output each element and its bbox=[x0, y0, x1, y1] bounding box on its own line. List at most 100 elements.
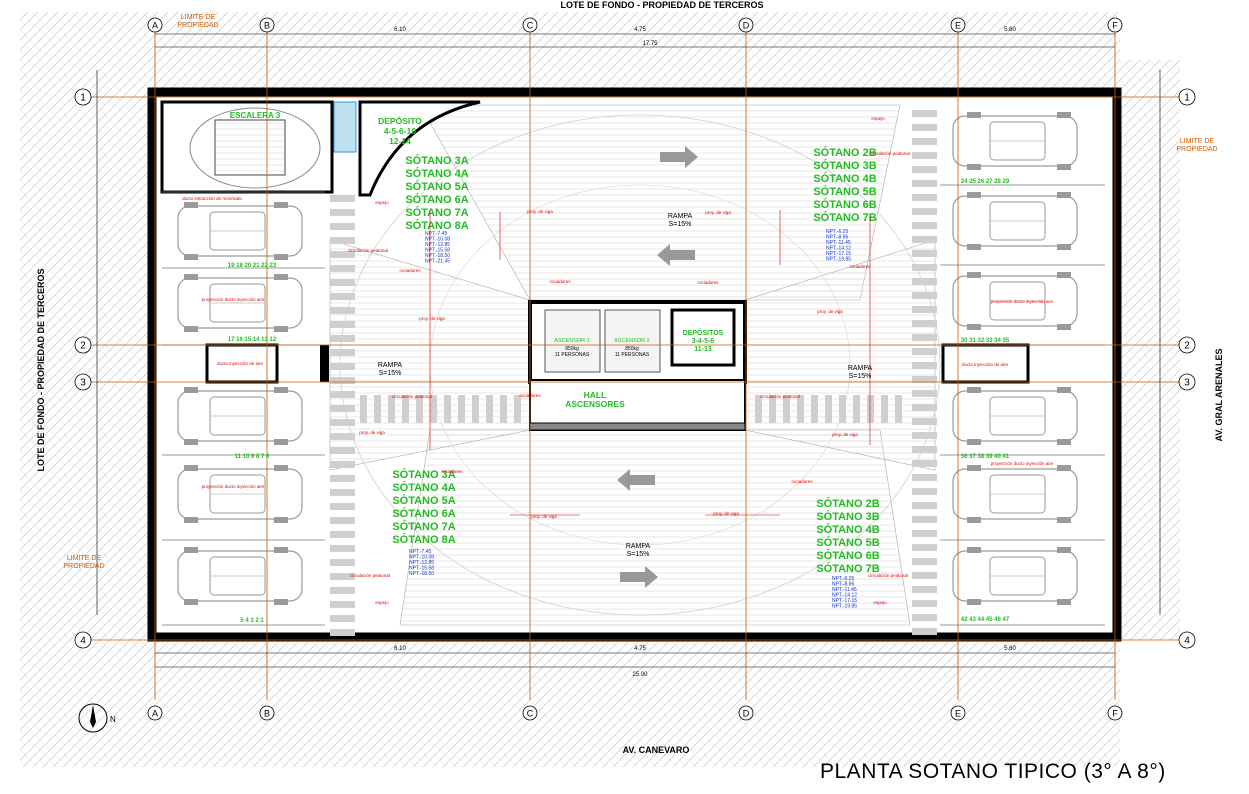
car-icon bbox=[952, 112, 1078, 170]
car-wheel bbox=[1057, 439, 1071, 445]
car-wheel bbox=[967, 599, 981, 605]
property-limit-label: PROPIEDAD bbox=[63, 563, 104, 570]
exterior-wall bbox=[147, 87, 1122, 642]
zebra-stripe bbox=[330, 195, 355, 202]
car-wheel bbox=[1057, 387, 1071, 393]
npt-level: NPT.-7.45 bbox=[409, 549, 431, 555]
zebra-stripe bbox=[330, 559, 355, 566]
npt-level: NPT.-6.25 bbox=[832, 576, 854, 582]
car-wheel bbox=[274, 202, 288, 208]
axis-bubble-B bbox=[259, 705, 275, 721]
annotation: ducto inyección de aire bbox=[217, 361, 264, 366]
parking-number: 19 18 20 21 22 23 bbox=[228, 263, 277, 269]
zebra-stripe bbox=[912, 530, 937, 537]
north-label: N bbox=[110, 715, 116, 724]
parking-number: 11 10 9 8 7 6 bbox=[235, 454, 270, 460]
axis-label-E: E bbox=[955, 709, 961, 719]
npt-level: NPT.-8.95 bbox=[832, 582, 854, 588]
zebra-stripe bbox=[912, 516, 937, 523]
zebra-stripe bbox=[811, 395, 818, 423]
zebra-stripe bbox=[486, 395, 493, 423]
zebra-stripe bbox=[330, 629, 355, 636]
car-wheel bbox=[274, 517, 288, 523]
level-label: SÓTANO 5A bbox=[392, 494, 455, 507]
zebra-stripe bbox=[402, 395, 409, 423]
elevator-capacity: 11 PERSONAS bbox=[615, 352, 650, 358]
level-label: SÓTANO 2B bbox=[816, 497, 879, 510]
axis-bubble-C bbox=[522, 17, 538, 33]
ramp-slope: S=15% bbox=[379, 370, 402, 377]
car-wheel bbox=[967, 517, 981, 523]
car-wheel bbox=[967, 439, 981, 445]
car-wheel bbox=[274, 439, 288, 445]
zebra-stripe bbox=[330, 461, 355, 468]
npt-level: NPT.-12.85 bbox=[409, 560, 434, 566]
dim-bottom-3: 25.00 bbox=[632, 672, 648, 678]
car-icon bbox=[177, 202, 303, 260]
zebra-stripe bbox=[912, 236, 937, 243]
zebra-stripe bbox=[330, 209, 355, 216]
axis-label-F: F bbox=[1112, 21, 1118, 31]
annotation: espejo bbox=[871, 116, 885, 121]
street-top: LOTE DE FONDO - PROPIEDAD DE TERCEROS bbox=[560, 0, 763, 10]
zebra-stripe bbox=[783, 395, 790, 423]
zebra-stripe bbox=[755, 395, 762, 423]
car-wheel bbox=[184, 326, 198, 332]
annotation: circulación peatonal bbox=[870, 151, 910, 156]
zebra-stripe bbox=[912, 194, 937, 201]
zebra-stripe bbox=[912, 404, 937, 411]
zebra-stripe bbox=[825, 395, 832, 423]
zebra-stripe bbox=[912, 250, 937, 257]
axis-label-2: 2 bbox=[1184, 341, 1190, 352]
zebra-stripe bbox=[912, 334, 937, 341]
car-wheel bbox=[1057, 192, 1071, 198]
zebra-stripe bbox=[330, 349, 355, 356]
zebra-stripe bbox=[912, 180, 937, 187]
zebra-stripe bbox=[912, 110, 937, 117]
axis-bubble-D bbox=[738, 17, 754, 33]
zebra-stripe bbox=[881, 395, 888, 423]
deposit-top-wall bbox=[358, 100, 481, 197]
zebra-stripe bbox=[330, 335, 355, 342]
car-wheel bbox=[967, 164, 981, 170]
axis-bubble-E bbox=[950, 705, 966, 721]
level-label: SÓTANO 4B bbox=[816, 523, 879, 536]
zebra-stripe bbox=[912, 320, 937, 327]
npt-level: NPT.-6.25 bbox=[826, 229, 848, 235]
zebra-stripe bbox=[912, 628, 937, 635]
zebra-stripe bbox=[912, 502, 937, 509]
level-label: SÓTANO 6A bbox=[405, 193, 468, 206]
property-limit-label: LIMITE DE bbox=[67, 555, 102, 562]
dim-top-2: 5.60 bbox=[1004, 27, 1016, 33]
annotation: espejo bbox=[873, 600, 887, 605]
property-limit-label: LIMITE DE bbox=[181, 14, 216, 21]
level-label: SÓTANO 3A bbox=[405, 154, 468, 167]
annotation: espejo bbox=[375, 200, 389, 205]
annotation: proyección ducto inyección aire bbox=[991, 461, 1054, 466]
npt-level: NPT.-15.58 bbox=[409, 566, 434, 572]
level-label: SÓTANO 3B bbox=[816, 510, 879, 523]
npt-level: NPT.-12.85 bbox=[425, 242, 450, 248]
car-wheel bbox=[184, 465, 198, 471]
zebra-stripe bbox=[330, 433, 355, 440]
car-wheel bbox=[1057, 517, 1071, 523]
axis-bubble-E bbox=[950, 17, 966, 33]
zebra-stripe bbox=[330, 489, 355, 496]
dim-bottom-2: 5.60 bbox=[1004, 646, 1016, 652]
car-wheel bbox=[1057, 547, 1071, 553]
parking-number: 42 43 44 45 46 47 bbox=[961, 617, 1010, 623]
annotation: rociadores bbox=[441, 469, 463, 474]
parking-number: 17 16 15 14 13 12 bbox=[228, 337, 277, 343]
zebra-stripe bbox=[330, 419, 355, 426]
zebra-stripe bbox=[330, 405, 355, 412]
axis-bubble-D bbox=[738, 705, 754, 721]
annotation: rociadores bbox=[399, 268, 421, 273]
car-wheel bbox=[1057, 244, 1071, 250]
axis-label-4: 4 bbox=[80, 636, 86, 647]
zebra-stripe bbox=[912, 390, 937, 397]
zebra-stripe bbox=[360, 395, 367, 423]
room-deposit-top: 4-5-6-10 bbox=[384, 126, 416, 136]
car-icon bbox=[952, 387, 1078, 445]
level-label: SÓTANO 5B bbox=[816, 536, 879, 549]
car-icon bbox=[952, 465, 1078, 523]
